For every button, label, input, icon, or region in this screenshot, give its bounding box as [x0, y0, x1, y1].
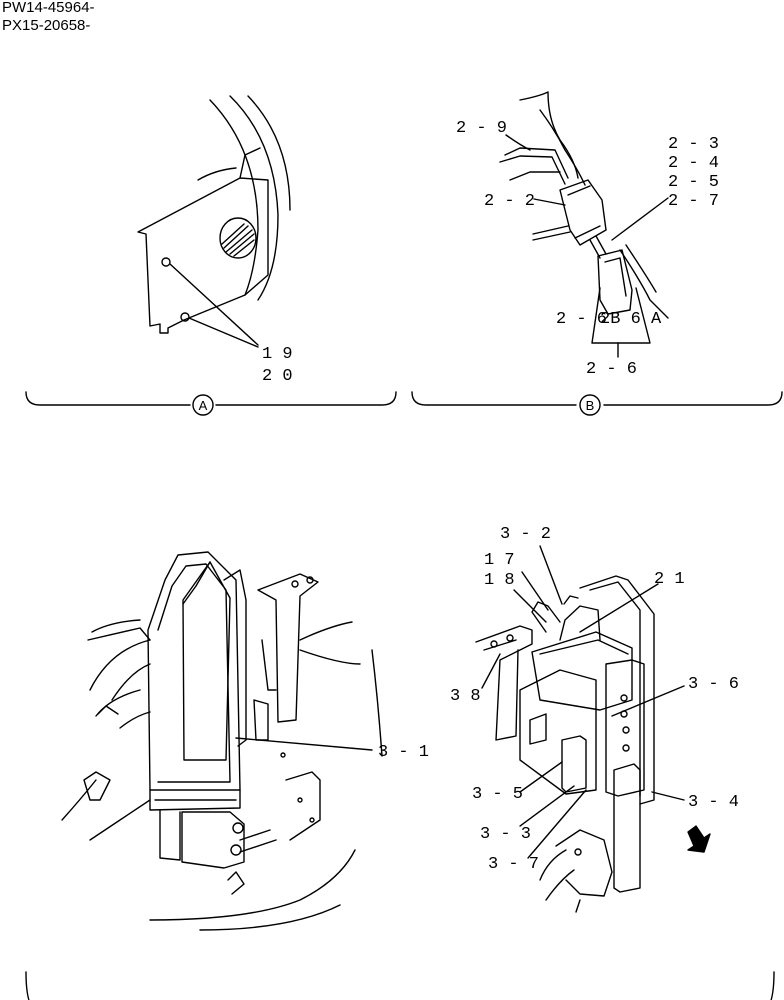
label-3-4: 3 - 4	[688, 793, 739, 812]
view-b-drawing	[499, 91, 669, 358]
view-c-right-drawing	[475, 545, 711, 913]
view-a-letter: A	[199, 398, 208, 413]
label-2-4: 2 - 4	[668, 154, 719, 173]
label-2b6a: 2B 6 A	[600, 310, 662, 329]
label-2-5: 2 - 5	[668, 173, 719, 192]
view-c-left-drawing	[61, 551, 383, 931]
label-2-3: 2 - 3	[668, 135, 719, 154]
label-19: 1 9	[262, 345, 293, 364]
view-b-callout	[579, 394, 601, 416]
label-2-7: 2 - 7	[668, 192, 719, 211]
label-2-6-overlap: 2 - 6	[556, 310, 607, 329]
label-3-3: 3 - 3	[480, 825, 531, 844]
view-a-drawing	[137, 95, 291, 348]
serial-range-1: PW14-45964-	[2, 0, 95, 16]
label-3-6: 3 - 6	[688, 675, 739, 694]
label-3-7: 3 - 7	[488, 855, 539, 874]
label-17: 1 7	[484, 551, 515, 570]
label-3-5: 3 - 5	[472, 785, 523, 804]
section-brackets	[25, 391, 783, 1000]
label-2-9: 2 - 9	[456, 119, 507, 138]
label-3-2: 3 - 2	[500, 525, 551, 544]
label-21: 2 1	[654, 570, 685, 589]
label-2-2: 2 - 2	[484, 192, 535, 211]
view-a-callout	[192, 394, 214, 416]
label-3-1: 3 - 1	[378, 743, 429, 762]
serial-range-2: PX15-20658-	[2, 17, 91, 34]
label-18: 1 8	[484, 571, 515, 590]
label-38: 3 8	[450, 687, 481, 706]
label-20: 2 0	[262, 367, 293, 386]
view-b-letter: B	[586, 398, 595, 413]
label-2-6: 2 - 6	[586, 360, 637, 379]
